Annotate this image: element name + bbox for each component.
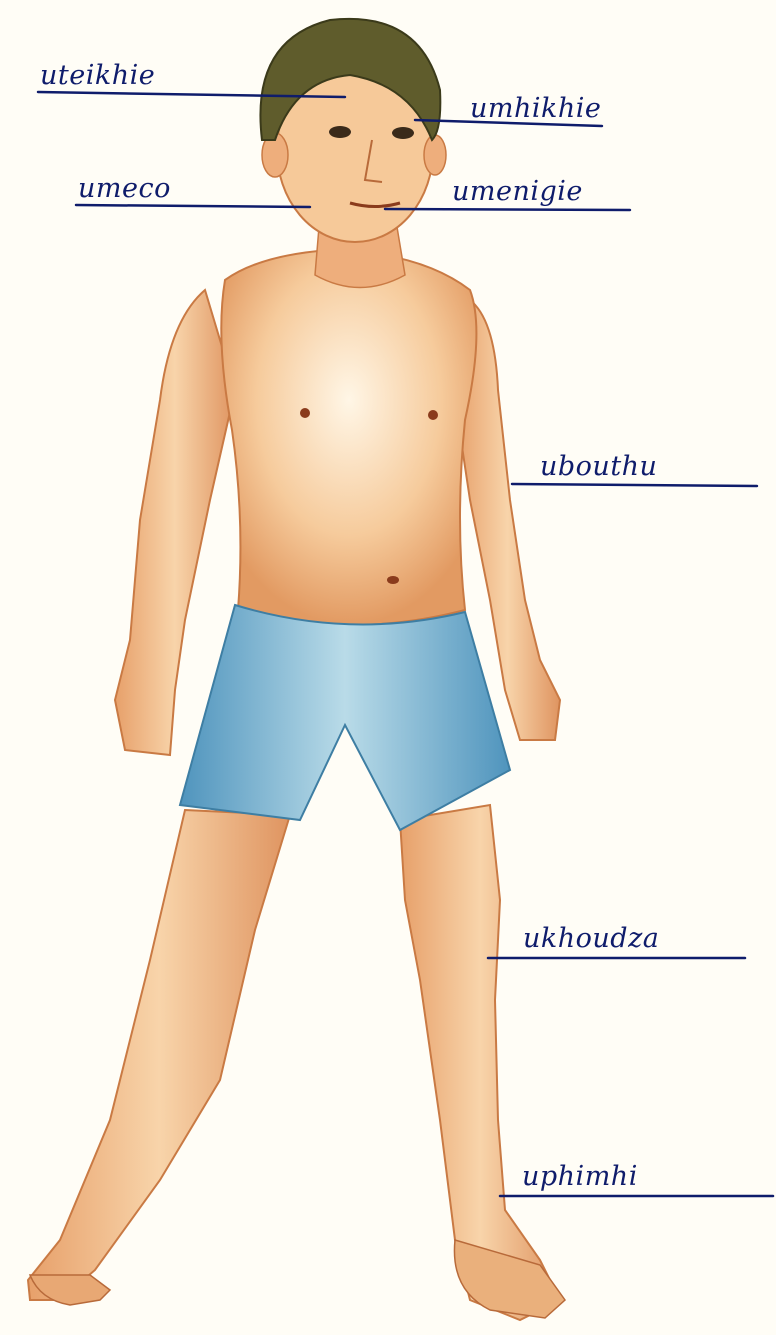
torso (221, 250, 476, 625)
shorts (180, 605, 510, 830)
right-leg (400, 805, 560, 1320)
navel (387, 576, 399, 584)
left-leg (28, 810, 290, 1300)
label-umhikhie: umhikhie (470, 95, 601, 122)
nipple-left (300, 408, 310, 418)
label-uteikhie: uteikhie (40, 62, 155, 89)
eye-right (392, 127, 414, 139)
line-umenigie (385, 209, 630, 210)
label-uphimhi: uphimhi (522, 1163, 638, 1190)
label-umenigie: umenigie (452, 178, 583, 205)
eye-left (329, 126, 351, 138)
line-umeco (76, 205, 310, 207)
line-ubouthu (512, 484, 757, 486)
label-umeco: umeco (78, 175, 171, 202)
nipple-right (428, 410, 438, 420)
label-ubouthu: ubouthu (540, 453, 657, 480)
label-ukhoudza: ukhoudza (523, 925, 659, 952)
boy-illustration (28, 19, 565, 1320)
ear-right (424, 135, 446, 175)
